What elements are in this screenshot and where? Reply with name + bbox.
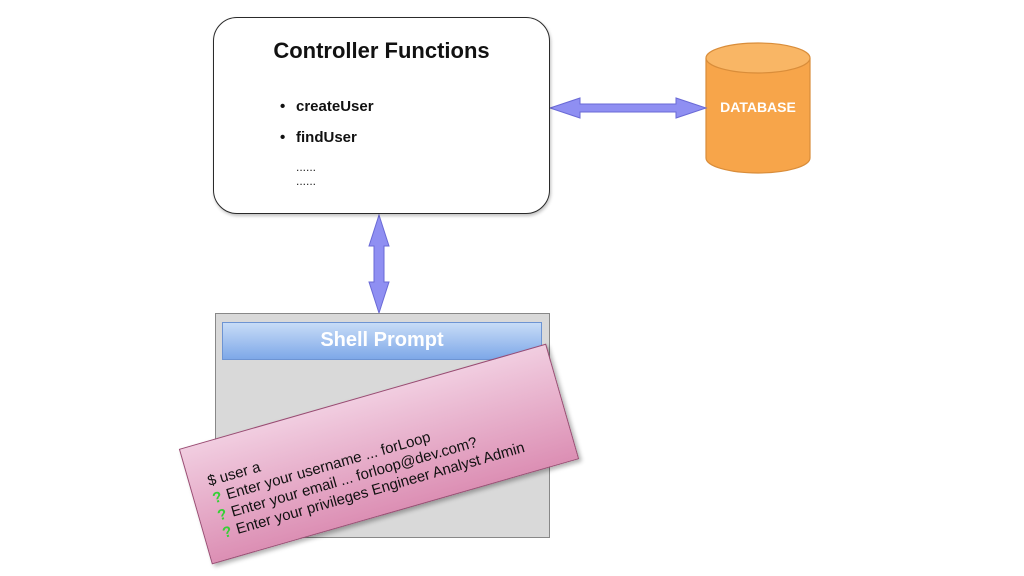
ellipsis-line: ...... [296,174,317,188]
database-cylinder [705,42,811,174]
ellipsis-line: ...... [296,160,317,174]
function-item-find-user: • findUser [278,129,374,160]
database-label: DATABASE [720,99,796,115]
question-mark-icon: ? [215,505,230,525]
function-label: createUser [296,98,374,115]
controller-title: Controller Functions [273,38,490,63]
function-list: • createUser • findUser [278,98,374,160]
function-label: findUser [296,129,357,146]
shell-title: Shell Prompt [320,329,444,351]
question-mark-icon: ? [220,522,235,542]
function-item-create-user: • createUser [278,98,374,129]
shell-titlebar: Shell Prompt [222,322,542,360]
controller-functions-box: Controller Functions • createUser • find… [213,17,550,214]
controller-database-arrow [548,97,708,119]
bullet-icon: • [280,98,286,115]
bullet-icon: • [280,129,286,146]
question-mark-icon: ? [210,488,225,508]
controller-shell-arrow [368,213,390,315]
